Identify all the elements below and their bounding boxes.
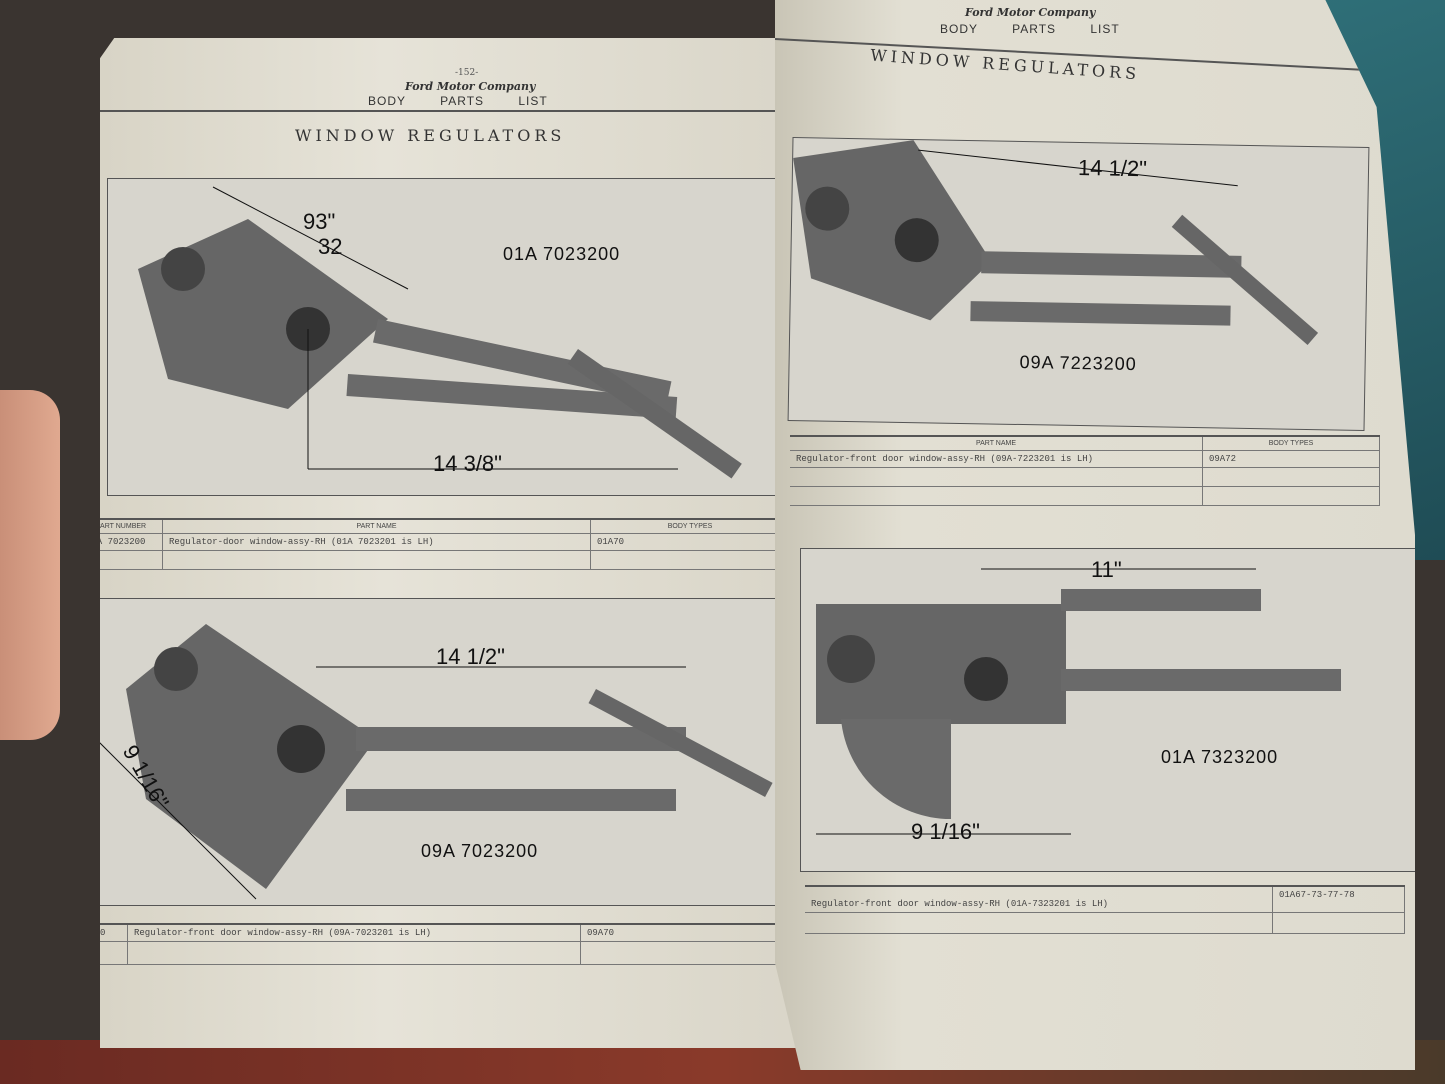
column-header: PART NAME [790, 437, 1203, 450]
regulator-image [816, 568, 1341, 835]
table-row: Regulator-front door window-assy-RH (09A… [790, 451, 1380, 468]
dimension-label: 11" [1091, 557, 1122, 582]
part-number: 09A 7023200 [100, 925, 128, 941]
part-name: Regulator-front door window-assy-RH (09A… [128, 925, 581, 941]
left-page: -152- Ford Motor Company BODY PARTS LIST… [100, 38, 812, 1048]
regulator-image [138, 186, 742, 479]
body-types: 09A70 [581, 925, 805, 941]
hand [0, 390, 60, 740]
dimension-label: 14 1/2" [436, 644, 505, 669]
column-header: PART NUMBER [100, 520, 163, 533]
table-row: Regulator-front door window-assy-RH (01A… [805, 887, 1405, 913]
parts-table-4: Regulator-front door window-assy-RH (01A… [805, 885, 1405, 934]
part-label: 01A 7323200 [1161, 747, 1279, 767]
figure-photo-3: 14 1/2" 09A 7223200 [787, 136, 1370, 432]
part-label: 09A 7023200 [421, 841, 539, 861]
part-name: Regulator-front door window-assy-RH (01A… [805, 887, 1273, 912]
divider [100, 110, 812, 112]
body-types: 01A70 [591, 534, 790, 550]
dimension-label: 9 1/16" [911, 819, 980, 844]
body-types: 01A67-73-77-78 [1273, 887, 1405, 912]
part-name: Regulator-front door window-assy-RH (09A… [790, 451, 1203, 467]
page-number: -152- [455, 68, 479, 78]
dimension-label: 93" [303, 209, 336, 234]
column-header: BODY TYPES [1203, 437, 1380, 450]
part-label: 01A 7023200 [503, 244, 621, 264]
part-number: 01A 7023200 [100, 534, 163, 550]
figure-photo-2: 14 1/2" 9 1/16" 09A 7023200 [100, 598, 797, 906]
column-header: BODY TYPES [591, 520, 790, 533]
company-logo: Ford Motor Company [405, 80, 536, 93]
dimension-label: 14 3/8" [433, 451, 502, 476]
part-name: Regulator-door window-assy-RH (01A 70232… [163, 534, 591, 550]
column-header: PART NAME [163, 520, 591, 533]
dimension-label: 32 [318, 234, 343, 259]
right-page: Ford Motor Company BODY PARTS LIST WINDO… [775, 0, 1415, 1070]
regulator-image [100, 624, 773, 900]
body-types: 09A72 [1203, 451, 1380, 467]
page-title: WINDOW REGULATORS [295, 126, 566, 145]
header: BODY PARTS LIST [940, 22, 1120, 36]
regulator-image [793, 140, 1319, 345]
part-label: 09A 7223200 [1019, 351, 1137, 375]
figure-photo-4: 11" 9 1/16" 01A 7323200 [800, 548, 1415, 872]
dimension-label: 14 1/2" [1077, 154, 1148, 182]
company-logo: Ford Motor Company [965, 6, 1096, 19]
header: BODY PARTS LIST [368, 94, 548, 108]
figure-photo-1: 93" 32 14 3/8" 01A 7023200 [107, 178, 787, 496]
